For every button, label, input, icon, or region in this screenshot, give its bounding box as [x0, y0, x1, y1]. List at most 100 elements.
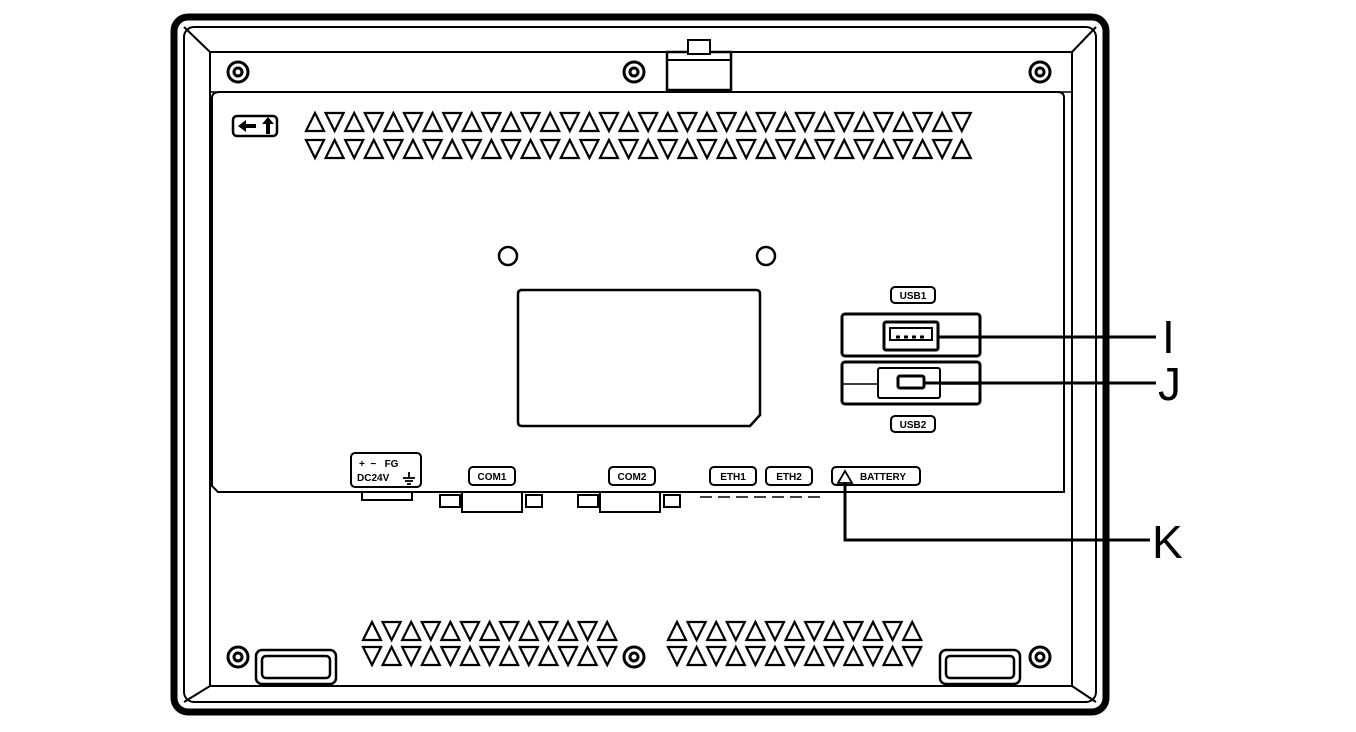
- vent-triangle: [744, 645, 767, 668]
- power-polarity-label: + − FG: [359, 459, 399, 470]
- vent-triangle: [537, 620, 560, 643]
- vent-triangle: [657, 110, 679, 133]
- vent-triangle: [402, 111, 424, 134]
- vent-triangle: [500, 138, 522, 161]
- vent-triangle: [596, 645, 618, 668]
- vent-triangle: [441, 137, 463, 160]
- com2-label: COM2: [618, 472, 647, 483]
- power-voltage-label: DC24V: [357, 473, 390, 484]
- vent-triangle: [666, 645, 688, 668]
- vent-triangle: [892, 110, 914, 133]
- vent-triangle: [323, 111, 346, 134]
- vent-triangle: [420, 620, 442, 643]
- callout-k: K: [1152, 516, 1183, 568]
- vent-triangle: [764, 644, 786, 667]
- usb-port-block: [840, 312, 982, 406]
- vent-triangle: [459, 620, 481, 643]
- vent-triangle: [833, 137, 855, 160]
- vent-triangle: [304, 138, 326, 161]
- port-labels: USB1 USB2 COM1 COM2 ETH1 ETH2 BATTERY + …: [350, 286, 936, 488]
- vent-triangle: [774, 110, 797, 133]
- vent-triangle: [519, 111, 542, 134]
- vent-triangle: [498, 620, 520, 643]
- callout-j: J: [1158, 358, 1181, 410]
- vent-triangle: [813, 110, 836, 133]
- vent-triangle: [539, 110, 561, 133]
- vent-triangle: [696, 138, 718, 161]
- usb2-label: USB2: [900, 420, 927, 431]
- vent-triangle: [323, 137, 346, 160]
- vent-triangle: [892, 138, 914, 161]
- vent-triangle: [363, 137, 385, 160]
- vent-triangle: [842, 620, 865, 643]
- eth1-label: ETH1: [720, 472, 746, 483]
- vent-triangle: [911, 137, 934, 160]
- vent-triangle: [559, 111, 581, 134]
- vent-triangle: [783, 619, 806, 642]
- vent-triangle: [498, 644, 520, 667]
- usb1-label: USB1: [900, 291, 927, 302]
- arrow-label-icon: [231, 114, 279, 138]
- vent-triangle: [361, 645, 383, 668]
- vent-triangle: [637, 137, 659, 160]
- vent-triangle: [901, 645, 923, 668]
- vent-triangle: [518, 645, 540, 668]
- inner-bezel: [183, 26, 1097, 703]
- bottom-connectors: [361, 491, 822, 513]
- vent-triangle: [400, 645, 422, 668]
- vent-triangle: [823, 619, 845, 642]
- vent-triangle: [951, 137, 973, 160]
- vent-triangle: [676, 137, 699, 160]
- vent-triangle: [380, 644, 403, 667]
- vent-triangle: [833, 111, 855, 134]
- vent-triangle: [853, 110, 875, 133]
- eth2-label: ETH2: [776, 472, 802, 483]
- callout-lines: [843, 335, 1156, 542]
- vent-triangle: [439, 619, 462, 642]
- mounting-hole-icon: [497, 245, 777, 267]
- vent-triangle: [382, 110, 405, 133]
- vent-triangle: [685, 644, 708, 667]
- battery-label: BATTERY: [860, 472, 906, 483]
- vent-triangle: [872, 111, 895, 134]
- vent-triangle: [755, 137, 777, 160]
- vent-triangle: [400, 619, 422, 642]
- vent-triangle: [853, 138, 875, 161]
- vent-triangle: [557, 645, 579, 668]
- vent-triangle: [596, 619, 618, 642]
- vent-triangle: [576, 620, 599, 643]
- vent-triangle: [794, 137, 816, 160]
- housing-corners: [183, 26, 1097, 703]
- vent-triangle: [735, 138, 757, 161]
- vent-triangle: [578, 110, 601, 133]
- vent-triangle: [441, 111, 463, 134]
- vent-triangle: [705, 645, 727, 668]
- vent-triangle: [421, 138, 444, 161]
- vent-triangle: [380, 620, 403, 643]
- vent-triangle: [343, 138, 365, 161]
- top-latch: [665, 39, 733, 92]
- vent-triangle: [676, 111, 699, 134]
- vent-triangle: [931, 138, 953, 161]
- vent-triangle: [725, 620, 747, 643]
- vent-triangle: [901, 619, 923, 642]
- vent-triangle: [803, 644, 825, 667]
- vent-triangle: [715, 111, 738, 134]
- vent-triangle: [578, 138, 601, 161]
- vent-triangle: [911, 111, 934, 134]
- vent-triangle: [478, 619, 501, 642]
- vent-triangle: [382, 138, 405, 161]
- vent-triangle: [862, 645, 884, 668]
- vent-triangle: [735, 110, 757, 133]
- vent-triangle: [439, 645, 462, 668]
- outer-bezel: [170, 13, 1110, 716]
- vent-triangle: [842, 644, 865, 667]
- vent-triangle: [461, 138, 483, 161]
- vent-triangle: [637, 111, 659, 134]
- vent-triangle: [881, 644, 904, 667]
- vent-triangle: [715, 137, 738, 160]
- vent-triangle: [666, 619, 688, 642]
- vent-triangle: [519, 137, 542, 160]
- vent-triangle: [402, 137, 424, 160]
- vent-triangle: [794, 111, 816, 134]
